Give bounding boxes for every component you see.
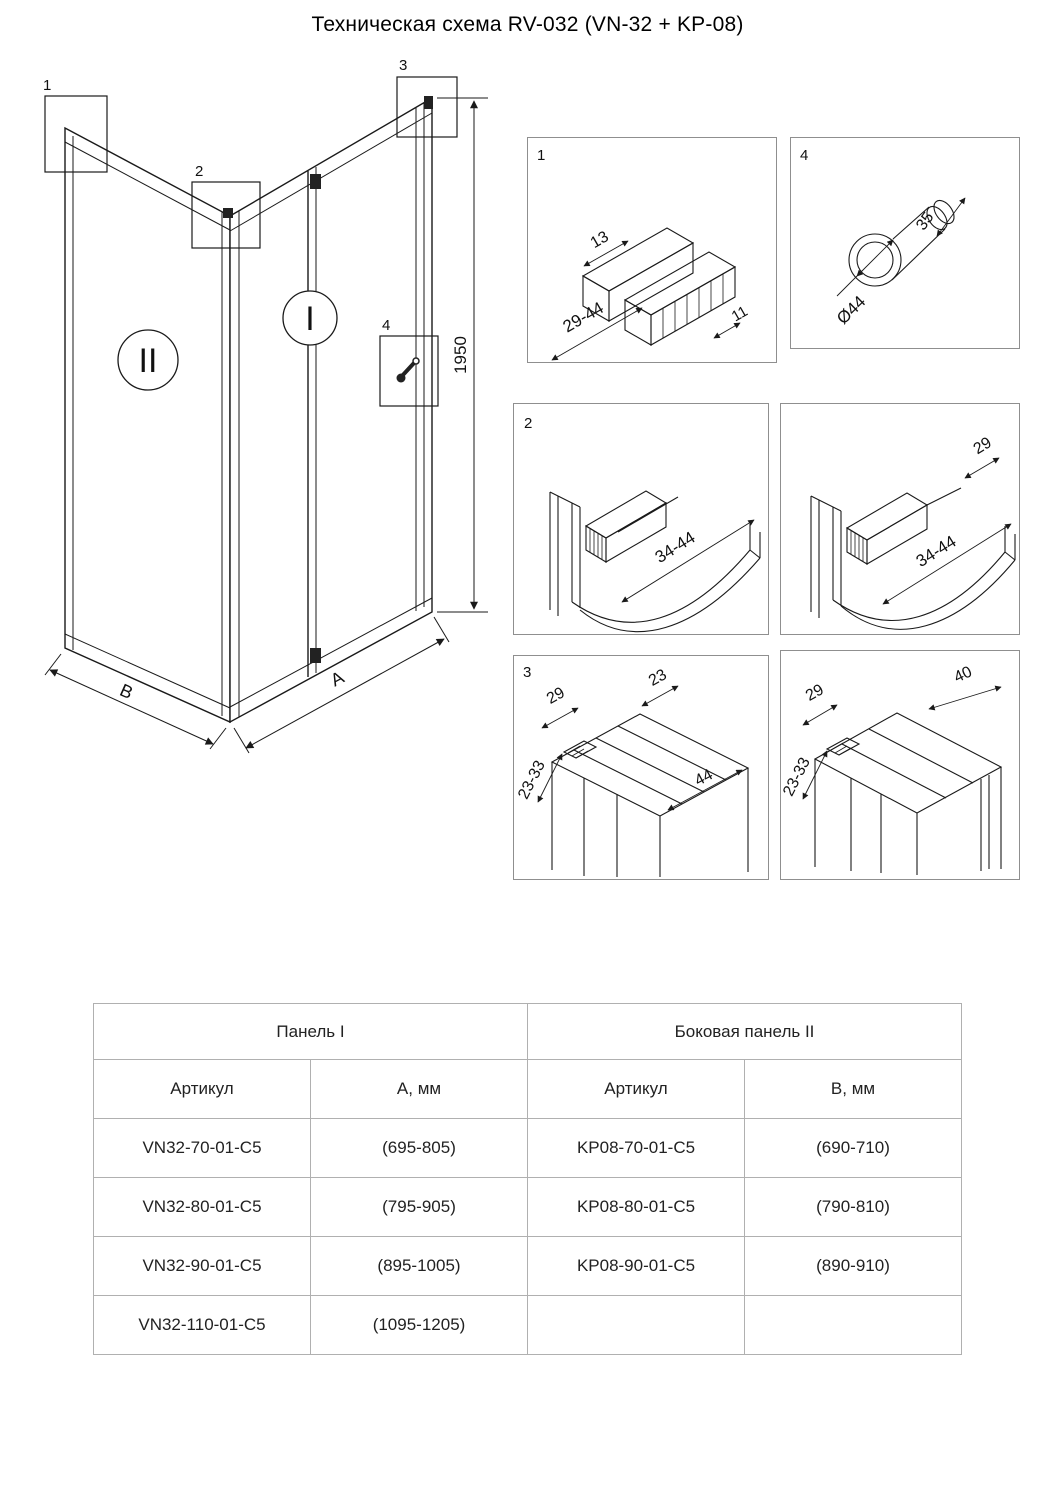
dim-label-40: 40 [951,663,974,686]
group-header-panel-2: Боковая панель II [527,1003,962,1060]
table-cell: VN32-80-01-C5 [93,1177,311,1237]
page-title: Техническая схема RV-032 (VN-32 + KP-08) [311,13,744,36]
callout-label-2: 2 [195,163,203,180]
knob-sketch [848,199,955,287]
dim-label-23-33-b: 23-33 [781,755,814,799]
detail-box-3b: 29 40 23-33 [780,650,1020,880]
table-cell: (690-710) [744,1118,962,1178]
front-panel-outline [229,96,433,724]
dim-label-29-b: 29 [803,681,827,705]
dim-label-height: 1950 [451,336,470,374]
panel-markers [117,290,338,391]
table-cell: VN32-110-01-C5 [93,1295,311,1355]
table-row: VN32-90-01-C5 (895-1005) KP08-90-01-C5 (… [93,1236,962,1296]
dim-label-34-44-b: 34-44 [913,532,960,571]
main-isometric-drawing: 1 2 3 4 I II 1950 A B [43,57,488,754]
callout-frames [44,76,458,407]
dim-label-diameter-44: Ø44 [833,292,869,328]
group-header-panel-1: Панель I [93,1003,528,1060]
dim-label-34-44: 34-44 [652,528,699,567]
table-cell: (795-905) [310,1177,528,1237]
callout-label-3: 3 [399,57,407,74]
col-header-a-mm: А, мм [310,1059,528,1119]
panel-marker-side: II [139,342,158,380]
table-cell: VN32-70-01-C5 [93,1118,311,1178]
table-cell: (895-1005) [310,1236,528,1296]
detail-4-label: 4 [800,147,808,164]
detail-2-label: 2 [524,415,532,432]
dim-label-29: 29 [971,434,995,458]
panel-marker-front: I [305,300,314,338]
table-group-header-row: Панель I Боковая панель II [93,1003,962,1060]
table-row: VN32-70-01-C5 (695-805) KP08-70-01-C5 (6… [93,1118,962,1178]
dim-label-23-33: 23-33 [515,758,549,802]
dimension-lines [44,97,488,754]
col-header-article-2: Артикул [527,1059,745,1119]
table-cell: (1095-1205) [310,1295,528,1355]
door-handle [396,357,420,383]
threshold-profile-sketch-b [813,712,1003,875]
table-header-row: Артикул А, мм Артикул В, мм [93,1059,962,1119]
detail-box-4: 4 Ø44 35 [790,137,1020,349]
detail-1-label: 1 [537,147,545,164]
col-header-article-1: Артикул [93,1059,311,1119]
table-row: VN32-110-01-C5 (1095-1205) [93,1295,962,1355]
callout-label-4: 4 [382,317,390,334]
dim-label-35: 35 [913,209,937,233]
table-cell: (695-805) [310,1118,528,1178]
detail-3-label: 3 [523,664,531,681]
dim-label-11: 11 [729,303,751,326]
detail-box-3: 3 [513,655,769,880]
side-panel-outline [64,126,231,724]
table-cell: KP08-80-01-C5 [527,1177,745,1237]
detail-box-2: 2 [513,403,769,635]
detail-box-2b: 29 34-44 [780,403,1020,635]
table-cell: VN32-90-01-C5 [93,1236,311,1296]
table-cell [527,1295,745,1355]
dim-label-13: 13 [588,228,612,252]
table-cell: KP08-70-01-C5 [527,1118,745,1178]
dim-label-44: 44 [692,766,716,789]
corner-profile-sketch-b [810,487,1016,630]
table-cell: (790-810) [744,1177,962,1237]
dim-label-23: 23 [646,666,670,690]
table-cell: (890-910) [744,1236,962,1296]
threshold-profile-sketch [550,713,750,877]
table-cell: KP08-90-01-C5 [527,1236,745,1296]
dim-label-a: A [327,667,347,690]
table-cell [744,1295,962,1355]
spec-table: Панель I Боковая панель II Артикул А, мм… [93,1003,962,1355]
corner-profile-sketch [549,490,761,633]
callout-label-1: 1 [43,77,51,94]
col-header-b-mm: В, мм [744,1059,962,1119]
dim-label-b: B [117,680,136,703]
dim-label-29-a: 29 [544,684,568,708]
table-row: VN32-80-01-C5 (795-905) KP08-80-01-C5 (7… [93,1177,962,1237]
detail-box-1: 1 [527,137,777,363]
